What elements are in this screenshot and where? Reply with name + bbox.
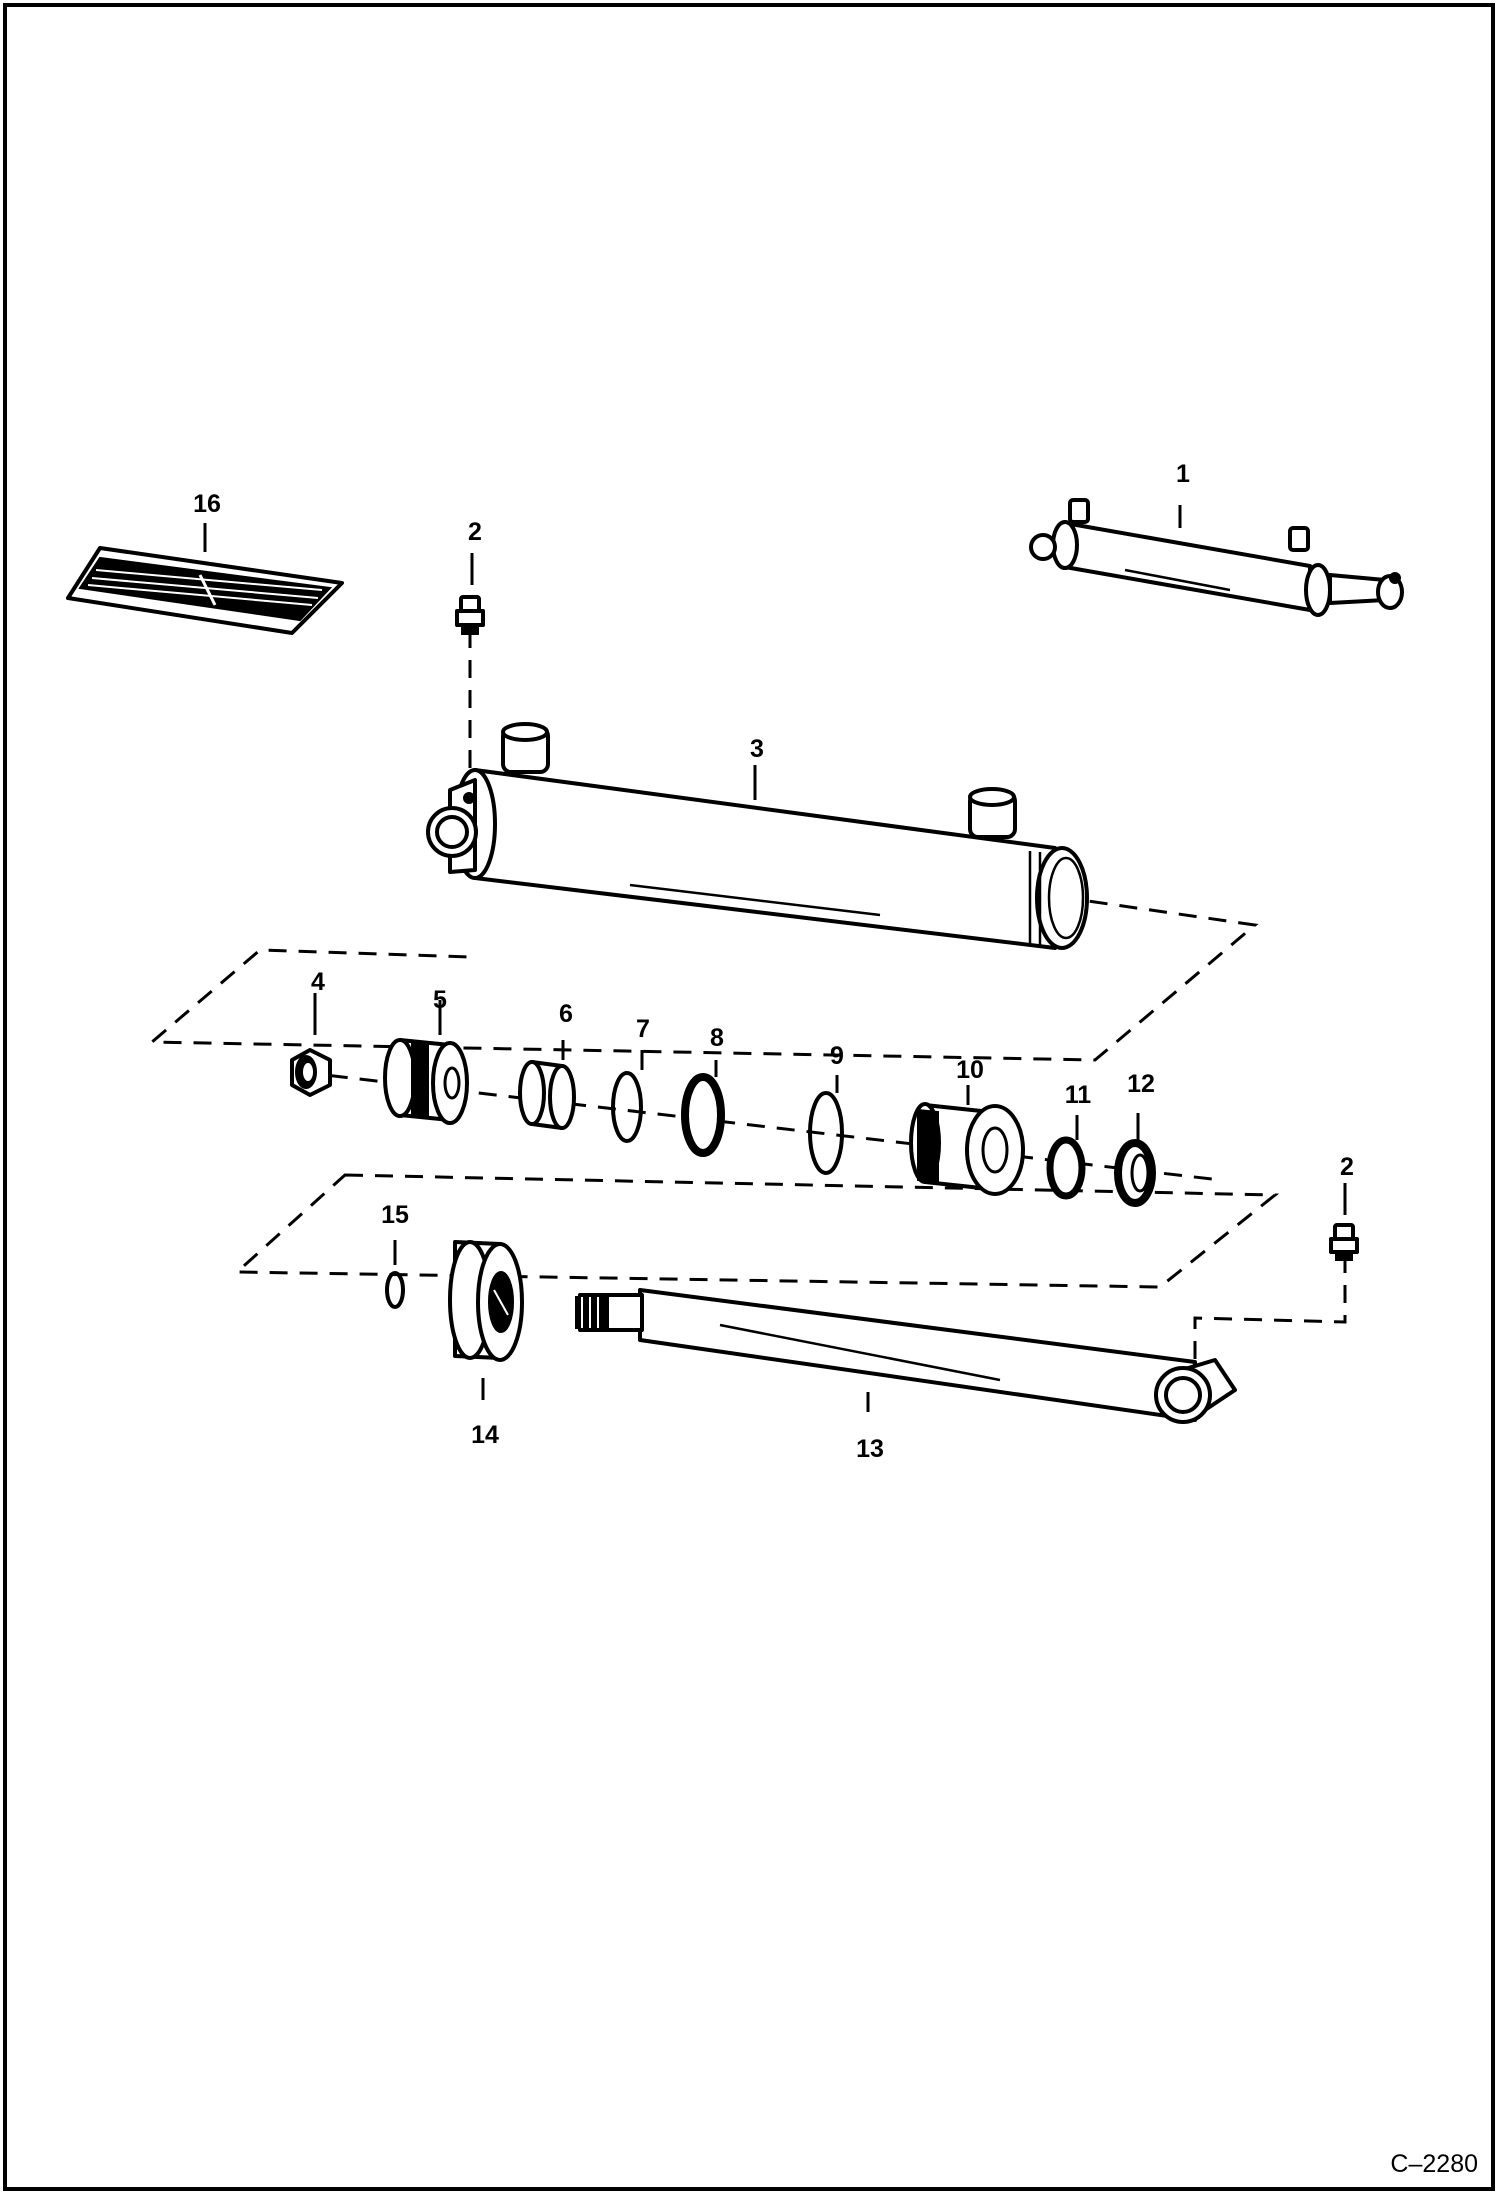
assembly-guide-lines: [148, 630, 1347, 1360]
callout-2-top: 2: [468, 518, 482, 546]
callout-10: 10: [956, 1056, 984, 1084]
page-border: [3, 3, 1495, 2191]
callout-16: 16: [193, 490, 221, 518]
callout-1: 1: [1176, 460, 1190, 488]
callout-2-right: 2: [1340, 1153, 1354, 1181]
callout-13: 13: [856, 1435, 884, 1463]
piston-14: [448, 1240, 524, 1362]
callout-8: 8: [710, 1024, 724, 1052]
cylinder-head: [909, 1102, 1025, 1196]
callout-9: 9: [830, 1042, 844, 1070]
callout-15: 15: [381, 1201, 409, 1229]
o-ring-7: [611, 1071, 643, 1143]
piston: [383, 1038, 469, 1125]
lock-nut: [290, 1048, 332, 1097]
seal-12: [1114, 1139, 1156, 1207]
seal-8: [681, 1073, 725, 1157]
wiper-seal-11: [1046, 1136, 1086, 1200]
seal-kit-packet: [66, 546, 344, 635]
grease-fitting-right: [1329, 1223, 1359, 1261]
piston-rod: [575, 1288, 1237, 1424]
piston-ring: [518, 1060, 576, 1130]
callout-6: 6: [559, 1000, 573, 1028]
grease-fitting-top: [455, 595, 485, 635]
callout-7: 7: [636, 1015, 650, 1043]
figure-code: C–2280: [1390, 2150, 1478, 2178]
o-ring-9: [808, 1091, 844, 1175]
cylinder-barrel: [426, 722, 1089, 950]
callout-4: 4: [311, 968, 325, 996]
callout-leader-lines: [203, 505, 1347, 1412]
callout-14: 14: [471, 1421, 499, 1449]
callout-11: 11: [1065, 1081, 1092, 1109]
callout-labels: 1 2 3 4 5 6 7 8 9 10 11 12 13 14 15 16 2: [193, 460, 1354, 1463]
callout-12: 12: [1127, 1070, 1155, 1098]
o-ring-15: [385, 1271, 405, 1309]
cylinder-assembly: [1029, 498, 1404, 617]
callout-3: 3: [750, 735, 764, 763]
callout-5: 5: [433, 986, 447, 1014]
